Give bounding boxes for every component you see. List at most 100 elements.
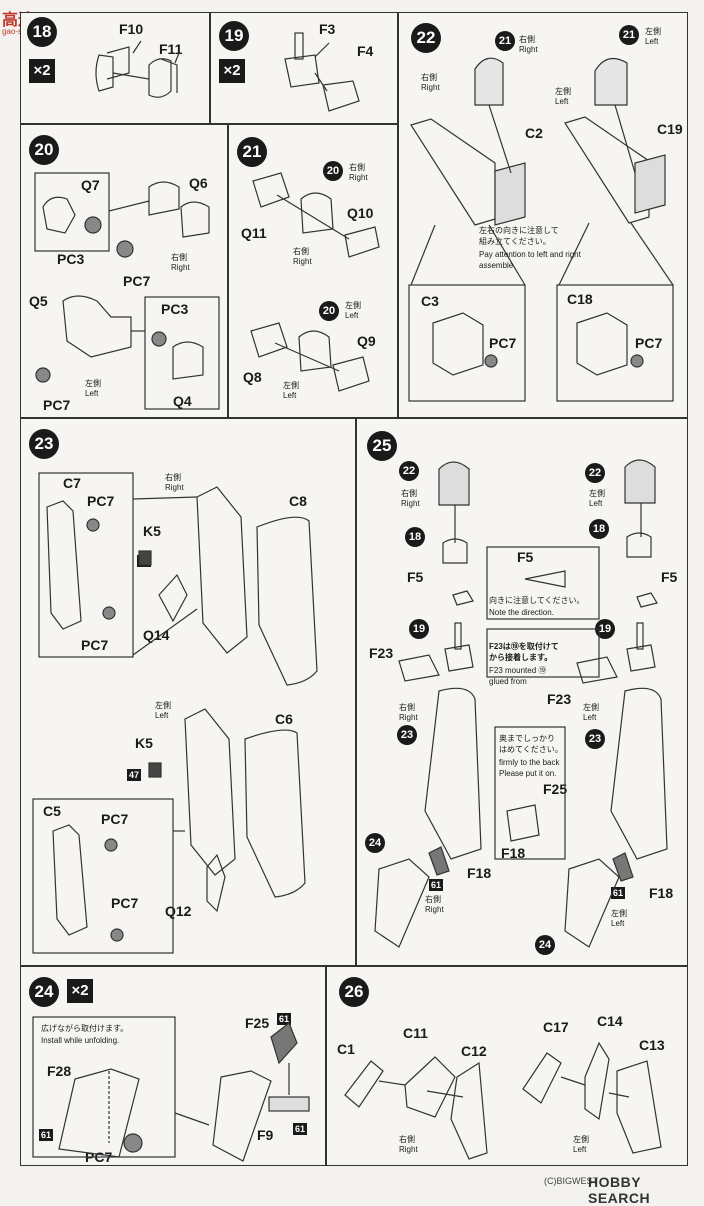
part-label: F28 — [47, 1063, 72, 1079]
label-left-en: Left — [589, 499, 603, 508]
step-number: 20 — [29, 135, 59, 165]
step-18-panel: 18 ×2 F10 F11 — [20, 12, 210, 124]
ref-step-22: 22 — [399, 461, 419, 481]
part-label: PC7 — [81, 637, 109, 653]
paint-code-tag: 61 — [39, 1129, 54, 1141]
label-left-en: Left — [155, 711, 169, 720]
label-right-en: Right — [171, 263, 190, 272]
step-18-drawing — [95, 40, 180, 98]
part-label: C17 — [543, 1019, 569, 1035]
note-back-en: firmly to the back Please put it on. — [499, 758, 560, 778]
step-25-drawing — [374, 459, 668, 948]
part-label: Q5 — [29, 293, 48, 309]
step-number: 19 — [219, 21, 249, 51]
part-label: Q14 — [143, 627, 170, 643]
step-22-panel: 22 21 右側 Right 右側 Right 21 左側 Left 左側 Le… — [398, 12, 688, 418]
copyright-text: (C)BIGWEST — [544, 1176, 598, 1186]
label-right-jp: 右側 — [399, 1135, 415, 1144]
step-number: 25 — [367, 431, 397, 461]
part-label: F18 — [501, 845, 526, 861]
label-left-jp: 左側 — [645, 27, 661, 36]
label-right-en: Right — [421, 83, 440, 92]
part-label: C11 — [403, 1025, 428, 1041]
part-label: F10 — [119, 21, 144, 37]
part-label: PC7 — [635, 335, 663, 351]
step-number: 26 — [339, 977, 369, 1007]
note-f23-jp: F23は⑲を取付けて から接着します。 — [489, 642, 559, 662]
part-label: Q10 — [347, 205, 374, 221]
label-right-jp: 右側 — [349, 163, 365, 172]
step-number: 22 — [411, 23, 441, 53]
label-left-en: Left — [283, 391, 297, 400]
step-24-drawing — [32, 1016, 310, 1162]
ref-step-18: 18 — [405, 527, 425, 547]
label-left-en: Left — [85, 389, 99, 398]
paint-code-tag: 47 — [127, 769, 142, 781]
label-right-jp: 右側 — [425, 895, 441, 904]
part-label: PC7 — [123, 273, 151, 289]
part-label: F18 — [467, 865, 492, 881]
part-label: PC3 — [161, 301, 189, 317]
label-left-en: Left — [345, 311, 359, 320]
label-right-jp: 右側 — [399, 703, 415, 712]
ref-step-20: 20 — [319, 301, 339, 321]
part-label: C7 — [63, 475, 81, 491]
multiplier-badge: ×2 — [67, 979, 93, 1003]
step-21-panel: 21 20 右側 Right Q10 Q11 右側 Right 20 左側 Le… — [228, 124, 398, 418]
part-label: F9 — [257, 1127, 274, 1143]
part-label: F23 — [547, 691, 572, 707]
label-left-en: Left — [611, 919, 625, 928]
part-label: C19 — [657, 121, 683, 137]
step-20-drawing — [34, 172, 220, 410]
label-right-jp: 右側 — [165, 473, 181, 482]
ref-step-19: 19 — [409, 619, 429, 639]
label-left-en: Left — [573, 1145, 587, 1154]
brand-logo: HOBBY SEARCH — [588, 1174, 651, 1206]
ref-step-21-left: 21 — [619, 25, 639, 45]
part-label: F3 — [319, 21, 336, 37]
note-back-jp: 奥までしっかり はめてください。 — [499, 734, 563, 754]
label-left-en: Left — [583, 713, 597, 722]
part-label: Q11 — [241, 225, 267, 241]
label-right-jp: 右側 — [519, 35, 535, 44]
label-left-jp: 左側 — [589, 489, 605, 498]
ref-step-23: 23 — [397, 725, 417, 745]
paint-code-tag: 61 — [429, 879, 444, 891]
ref-step-24: 24 — [365, 833, 385, 853]
label-right-jp: 右側 — [421, 73, 437, 82]
step-20-panel: 20 Q7 Q6 PC3 PC7 右側 Right Q5 PC3 左側 Left… — [20, 124, 228, 418]
note-en: Install while unfolding. — [41, 1036, 120, 1045]
part-label: C3 — [421, 293, 439, 309]
step-number: 18 — [27, 17, 57, 47]
part-label: C8 — [289, 493, 307, 509]
part-label: Q12 — [165, 903, 192, 919]
part-label: F5 — [517, 549, 534, 565]
label-right-en: Right — [165, 483, 184, 492]
label-left-jp: 左側 — [573, 1135, 589, 1144]
part-label: PC7 — [43, 397, 71, 413]
label-left-jp: 左側 — [583, 703, 599, 712]
note-jp: 広げながら取付けます。 — [41, 1024, 129, 1033]
step-23-panel: 23 C7 PC7 右側 Right C8 K5 50 Q14 PC7 左側 L… — [20, 418, 356, 966]
note-en: Pay attention to left and right assemble — [479, 250, 581, 270]
step-19-panel: 19 ×2 F3 F4 — [210, 12, 398, 124]
step-25-panel: 25 22 右側 Right 22 左側 Left 18 18 F5 F5 向き… — [356, 418, 688, 966]
label-left-en: Left — [645, 37, 659, 46]
paint-code-tag: 61 — [293, 1123, 308, 1135]
step-24-panel: 24 ×2 広げながら取付けます。 Install while unfoldin… — [20, 966, 326, 1166]
part-label: C12 — [461, 1043, 487, 1059]
part-label: F5 — [407, 569, 424, 585]
label-left-jp: 左側 — [611, 909, 627, 918]
note-direction-en: Note the direction. — [489, 608, 554, 617]
note-jp: 左右の向きに注意して 組み立てください。 — [479, 226, 559, 246]
part-label: C1 — [337, 1041, 355, 1057]
label-right-en: Right — [399, 713, 418, 722]
label-left-jp: 左側 — [345, 301, 361, 310]
step-26-drawing — [344, 1041, 662, 1160]
paint-code-tag: 61 — [277, 1013, 292, 1025]
part-label: F18 — [649, 885, 674, 901]
part-label: F5 — [661, 569, 678, 585]
part-label: C18 — [567, 291, 593, 307]
part-label: Q9 — [357, 333, 376, 349]
part-label: C2 — [525, 125, 543, 141]
